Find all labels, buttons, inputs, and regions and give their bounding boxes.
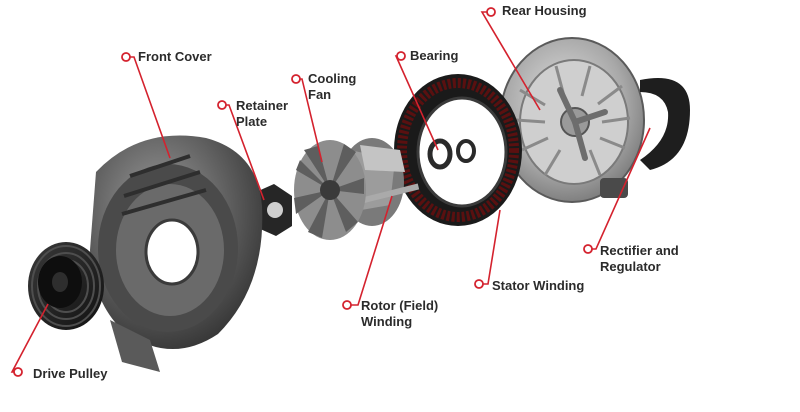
label-stator-winding: Stator Winding [492, 278, 585, 293]
label-bearing: Bearing [410, 48, 459, 63]
leader-stator [479, 209, 501, 285]
label-retainer-plate: Retainer Plate [236, 98, 289, 129]
label-rectifier-regulator: Rectifier and Regulator [600, 243, 679, 274]
label-cooling-fan: Cooling Fan [308, 71, 357, 102]
dot-stator [474, 279, 484, 289]
rear-housing-part [499, 37, 645, 203]
dot-bearing [396, 51, 406, 61]
label-front-cover: Front Cover [138, 49, 212, 64]
label-rear-housing: Rear Housing [502, 3, 587, 18]
dot-retainer-plate [217, 100, 227, 110]
dot-cooling-fan [291, 74, 301, 84]
leader-endpoints [13, 7, 593, 377]
leader-drive-pulley [10, 303, 49, 373]
dot-rectifier [583, 244, 593, 254]
dot-rear-housing [486, 7, 496, 17]
dot-rotor [342, 300, 352, 310]
cooling-fan-part [294, 140, 366, 240]
front-cover-part [90, 135, 263, 372]
bearing-part [427, 138, 476, 170]
dot-front-cover [121, 52, 131, 62]
retainer-plate-part [256, 184, 292, 236]
label-drive-pulley: Drive Pulley [33, 366, 108, 381]
dot-drive-pulley [13, 367, 23, 377]
drive-pulley-part [28, 242, 104, 330]
label-rotor-winding: Rotor (Field) Winding [361, 298, 439, 329]
